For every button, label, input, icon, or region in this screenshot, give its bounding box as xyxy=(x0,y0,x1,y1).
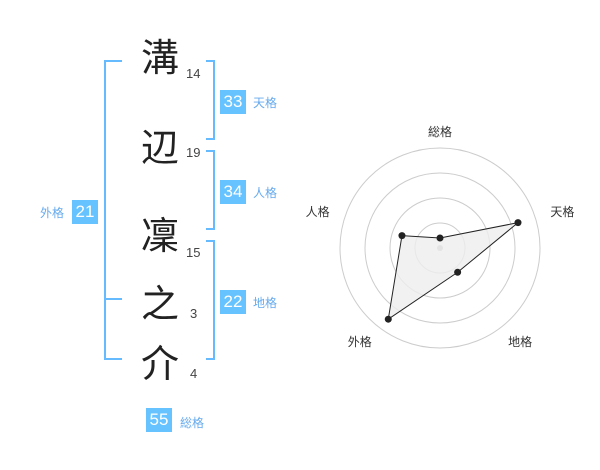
radar-polygon xyxy=(387,222,519,321)
radar-point-3 xyxy=(454,268,462,276)
radar-point-2 xyxy=(514,219,522,227)
chikaku-badge: 22 xyxy=(220,290,246,314)
name-char-5: 介 xyxy=(140,342,179,386)
radar-axis-label: 人格 xyxy=(306,204,330,219)
stroke-count-4: 3 xyxy=(190,306,198,321)
gaikaku-badge: 21 xyxy=(72,200,98,224)
radar-points xyxy=(384,219,522,323)
name-char-3: 凜 xyxy=(140,214,179,258)
radar-ring xyxy=(389,197,491,299)
gaikaku-label: 外格 xyxy=(40,206,65,220)
radar-point-4 xyxy=(384,315,392,323)
radar-axis-label: 総格 xyxy=(428,124,452,139)
radar-axis-label: 地格 xyxy=(508,334,532,349)
stroke-count-2: 19 xyxy=(186,145,201,160)
radar-point-5 xyxy=(398,232,406,240)
stroke-count-3: 15 xyxy=(186,245,201,260)
jinkaku-badge: 34 xyxy=(220,180,246,204)
stroke-count-1: 14 xyxy=(186,66,201,81)
radar-axis-label: 天格 xyxy=(550,204,574,219)
chikaku-label: 地格 xyxy=(253,296,278,310)
radar-axis-label: 外格 xyxy=(348,334,372,349)
radar-point-1 xyxy=(436,234,444,242)
radar-ring xyxy=(339,147,541,349)
radar-ring xyxy=(364,172,516,324)
name-char-1: 溝 xyxy=(140,36,179,80)
jinkaku-label: 人格 xyxy=(253,186,278,200)
name-char-4: 之 xyxy=(140,282,179,326)
tenkaku-badge: 33 xyxy=(220,90,246,114)
soukaku-label: 総格 xyxy=(180,416,205,430)
tenkaku-label: 天格 xyxy=(253,96,278,110)
soukaku-badge: 55 xyxy=(146,408,172,432)
name-char-2: 辺 xyxy=(140,126,179,170)
stroke-count-5: 4 xyxy=(190,366,198,381)
